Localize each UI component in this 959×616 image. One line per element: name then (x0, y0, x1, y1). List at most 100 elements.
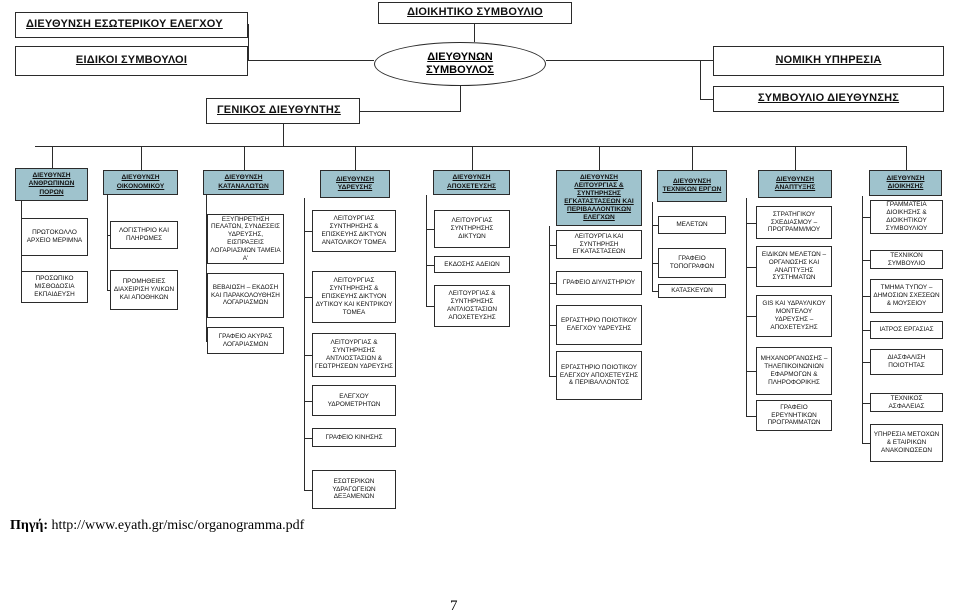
special-advisors-box: ΕΙΔΙΚΟΙ ΣΥΜΒΟΥΛΟΙ (15, 46, 248, 76)
section-box: ΕΡΓΑΣΤΗΡΙΟ ΠΟΙΟΤΙΚΟΥ ΕΛΕΓΧΟΥ ΥΔΡΕΥΣΗΣ (556, 305, 642, 345)
section-box: ΓΡΑΦΕΙΟ ΔΙΥΛΙΣΤΗΡΙΟΥ (556, 271, 642, 295)
connector-line (304, 297, 312, 299)
section-box: ΛΕΙΤΟΥΡΓΙΑΣ & ΣΥΝΤΗΡΗΣΗΣ ΑΝΤΛΙΟΣΤΑΣΙΩΝ Α… (434, 285, 510, 327)
connector-line (652, 291, 658, 293)
section-box: ΣΤΡΑΤΗΓΙΚΟΥ ΣΧΕΔΙΑΣΜΟΥ – ΠΡΟΓΡΑΜΜ/ΜΟΥ (756, 206, 832, 239)
section-box: ΛΕΙΤΟΥΡΓΙΑΣ & ΣΥΝΤΗΡΗΣΗΣ ΑΝΤΛΙΟΣΤΑΣΙΩΝ &… (312, 333, 396, 377)
connector-line (746, 316, 756, 318)
connector-line (107, 195, 109, 290)
connector-line (248, 60, 374, 62)
connector-line (206, 340, 207, 342)
connector-line (304, 198, 306, 490)
connector-line (746, 198, 748, 416)
section-box: ΕΙΔΙΚΩΝ ΜΕΛΕΤΩΝ – ΟΡΓΑΝΩΣΗΣ ΚΑΙ ΑΝΑΠΤΥΞΗ… (756, 246, 832, 287)
section-box: ΕΚΔΟΣΗΣ ΑΔΕΙΩΝ (434, 256, 510, 273)
section-box: ΛΕΙΤΟΥΡΓΙΑ ΚΑΙ ΣΥΝΤΗΡΗΣΗ ΕΓΚΑΤΑΣΤΑΣΕΩΝ (556, 230, 642, 259)
section-box: GIS ΚΑΙ ΥΔΡΑΥΛΙΚΟΥ ΜΟΝΤΕΛΟΥ ΥΔΡΕΥΣΗΣ – Α… (756, 295, 832, 337)
connector-line (862, 330, 870, 332)
connector-line (795, 146, 797, 170)
section-box: ΥΠΗΡΕΣΙΑ ΜΕΤΟΧΩΝ & ΕΤΑΙΡΙΚΩΝ ΑΝΑΚΟΙΝΩΣΕΩ… (870, 424, 943, 462)
connector-line (546, 60, 713, 62)
connector-line (283, 124, 285, 146)
connector-line (471, 146, 473, 170)
connector-line (107, 290, 110, 292)
legal-box: ΝΟΜΙΚΗ ΥΠΗΡΕΣΙΑ (713, 46, 944, 76)
connector-line (862, 217, 870, 219)
connector-line (862, 362, 870, 364)
section-box: ΤΜΗΜΑ ΤΥΠΟΥ – ΔΗΜΟΣΙΩΝ ΣΧΕΣΕΩΝ & ΜΟΥΣΕΙΟ… (870, 279, 943, 313)
connector-line (652, 202, 654, 291)
connector-line (746, 415, 756, 417)
connector-line (51, 146, 53, 168)
page-number: 7 (450, 598, 458, 614)
dept-head-5: ΔΙΕΥΘΥΝΣΗ ΛΕΙΤΟΥΡΓΙΑΣ & ΣΥΝΤΗΡΗΣΗΣ ΕΓΚΑΤ… (556, 170, 642, 226)
connector-line (206, 295, 207, 297)
connector-line (304, 355, 312, 357)
connector-line (304, 231, 312, 233)
ceo-line-1: ΔΙΕΥΘΥΝΩΝ (427, 51, 493, 64)
source-url[interactable]: http://www.eyath.gr/misc/organogramma.pd… (51, 518, 305, 533)
connector-line (304, 437, 312, 439)
section-box: ΓΡΑΦΕΙΟ ΤΟΠΟΓΡΑΦΩΝ (658, 248, 726, 278)
section-box: ΛΕΙΤΟΥΡΓΙΑΣ ΣΥΝΤΗΡΗΣΗΣ & ΕΠΙΣΚΕΥΗΣ ΔΙΚΤΥ… (312, 210, 396, 252)
connector-line (862, 259, 870, 261)
connector-line (426, 306, 434, 308)
section-box: ΠΡΩΤΟΚΟΛΛΟ ΑΡΧΕΙΟ ΜΕΡΙΜΝΑ (21, 218, 88, 256)
source-note: Πηγή: http://www.eyath.gr/misc/organogra… (10, 518, 304, 534)
connector-line (700, 99, 713, 101)
connector-line (862, 402, 870, 404)
management-board-box: ΣΥΜΒΟΥΛΙΟ ΔΙΕΥΘΥΝΣΗΣ (713, 86, 944, 112)
dept-head-6: ΔΙΕΥΘΥΝΣΗ ΤΕΧΝΙΚΩΝ ΕΡΓΩΝ (657, 170, 727, 202)
connector-line (549, 226, 551, 376)
section-box: ΓΡΑΦΕΙΟ ΚΙΝΗΣΗΣ (312, 428, 396, 447)
connector-line (549, 325, 556, 327)
connector-line (426, 229, 434, 231)
section-box: ΠΡΟΜΗΘΕΙΕΣ ΔΙΑΧΕΙΡΙΣΗ ΥΛΙΚΩΝ ΚΑΙ ΑΠΟΘΗΚΩ… (110, 270, 178, 310)
dept-head-0: ΔΙΕΥΘΥΝΣΗ ΑΝΘΡΩΠΙΝΩΝ ΠΟΡΩΝ (15, 168, 88, 201)
general-director-box: ΓΕΝΙΚΟΣ ΔΙΕΥΘΥΝΤΗΣ (206, 98, 360, 124)
connector-line (862, 296, 870, 298)
connector-line (746, 266, 756, 268)
connector-line (652, 263, 658, 265)
connector-line (862, 443, 870, 445)
section-box: ΕΡΓΑΣΤΗΡΙΟ ΠΟΙΟΤΙΚΟΥ ΕΛΕΓΧΟΥ ΑΠΟΧΕΤΕΥΣΗΣ… (556, 351, 642, 400)
section-box: ΤΕΧΝΙΚΟΝ ΣΥΜΒΟΥΛΙΟ (870, 250, 943, 269)
section-box: ΕΛΕΓΧΟΥ ΥΔΡΟΜΕΤΡΗΤΩΝ (312, 385, 396, 416)
section-box: ΚΑΤΑΣΚΕΥΩΝ (658, 284, 726, 298)
connector-line (460, 86, 462, 112)
section-box: ΓΡΑΦΕΙΟ ΕΡΕΥΝΗΤΙΚΩΝ ΠΡΟΓΡΑΜΜΑΤΩΝ (756, 400, 832, 431)
connector-line (746, 222, 756, 224)
section-box: ΓΡΑΦΕΙΟ ΑΚΥΡΑΣ ΛΟΓΑΡΙΑΣΜΩΝ (207, 327, 284, 354)
connector-line (862, 196, 864, 443)
section-box: ΛΕΙΤΟΥΡΓΙΑΣ ΣΥΝΤΗΡΗΣΗΣ & ΕΠΙΣΚΕΥΗΣ ΔΙΚΤΥ… (312, 271, 396, 323)
section-box: ΠΡΟΣΩΠΙΚΟ ΜΙΣΘΟΔΟΣΙΑ ΕΚΠΑΙΔΕΥΣΗ (21, 271, 88, 303)
connector-line (549, 244, 556, 246)
dept-head-2: ΔΙΕΥΘΥΝΣΗ ΚΑΤΑΝΑΛΩΤΩΝ (203, 170, 284, 195)
section-box: ΕΞΥΠΗΡΕΤΗΣΗ ΠΕΛΑΤΩΝ, ΣΥΝΔΕΣΕΙΣ ΥΔΡΕΥΣΗΣ,… (207, 214, 284, 264)
connector-line (549, 283, 556, 285)
connector-line (549, 375, 556, 377)
section-box: ΛΕΙΤΟΥΡΓΙΑΣ ΣΥΝΤΗΡΗΣΗΣ ΔΙΚΤΥΩΝ (434, 210, 510, 248)
connector-line (35, 146, 907, 148)
section-box: ΓΡΑΜΜΑΤΕΙΑ ΔΙΟΙΚΗΣΗΣ & ΔΙΟΙΚΗΤΙΚΟΥ ΣΥΜΒΟ… (870, 200, 943, 234)
connector-line (652, 225, 658, 227)
connector-line (248, 24, 250, 60)
connector-line (692, 146, 694, 170)
connector-line (905, 146, 907, 170)
connector-line (206, 239, 207, 241)
connector-line (206, 195, 208, 341)
connector-line (140, 146, 142, 170)
connector-line (599, 146, 601, 170)
dept-head-8: ΔΙΕΥΘΥΝΣΗ ΔΙΟΙΚΗΣΗΣ (869, 170, 942, 196)
connector-line (107, 235, 110, 237)
connector-line (474, 24, 476, 42)
connector-line (700, 60, 702, 100)
section-box: ΕΣΩΤΕΡΙΚΩΝ ΥΔΡΑΓΩΓΕΙΩΝ ΔΕΞΑΜΕΝΩΝ (312, 470, 396, 509)
section-box: ΔΙΑΣΦΑΛΙΣΗ ΠΟΙΟΤΗΤΑΣ (870, 349, 943, 375)
connector-line (426, 195, 428, 306)
internal-audit-box: ΔΙΕΥΘΥΝΣΗ ΕΣΩΤΕΡΙΚΟΥ ΕΛΕΓΧΟΥ (15, 12, 248, 38)
dept-head-3: ΔΙΕΥΘΥΝΣΗ ΥΔΡΕΥΣΗΣ (320, 170, 390, 198)
connector-line (304, 489, 312, 491)
connector-line (426, 264, 434, 266)
